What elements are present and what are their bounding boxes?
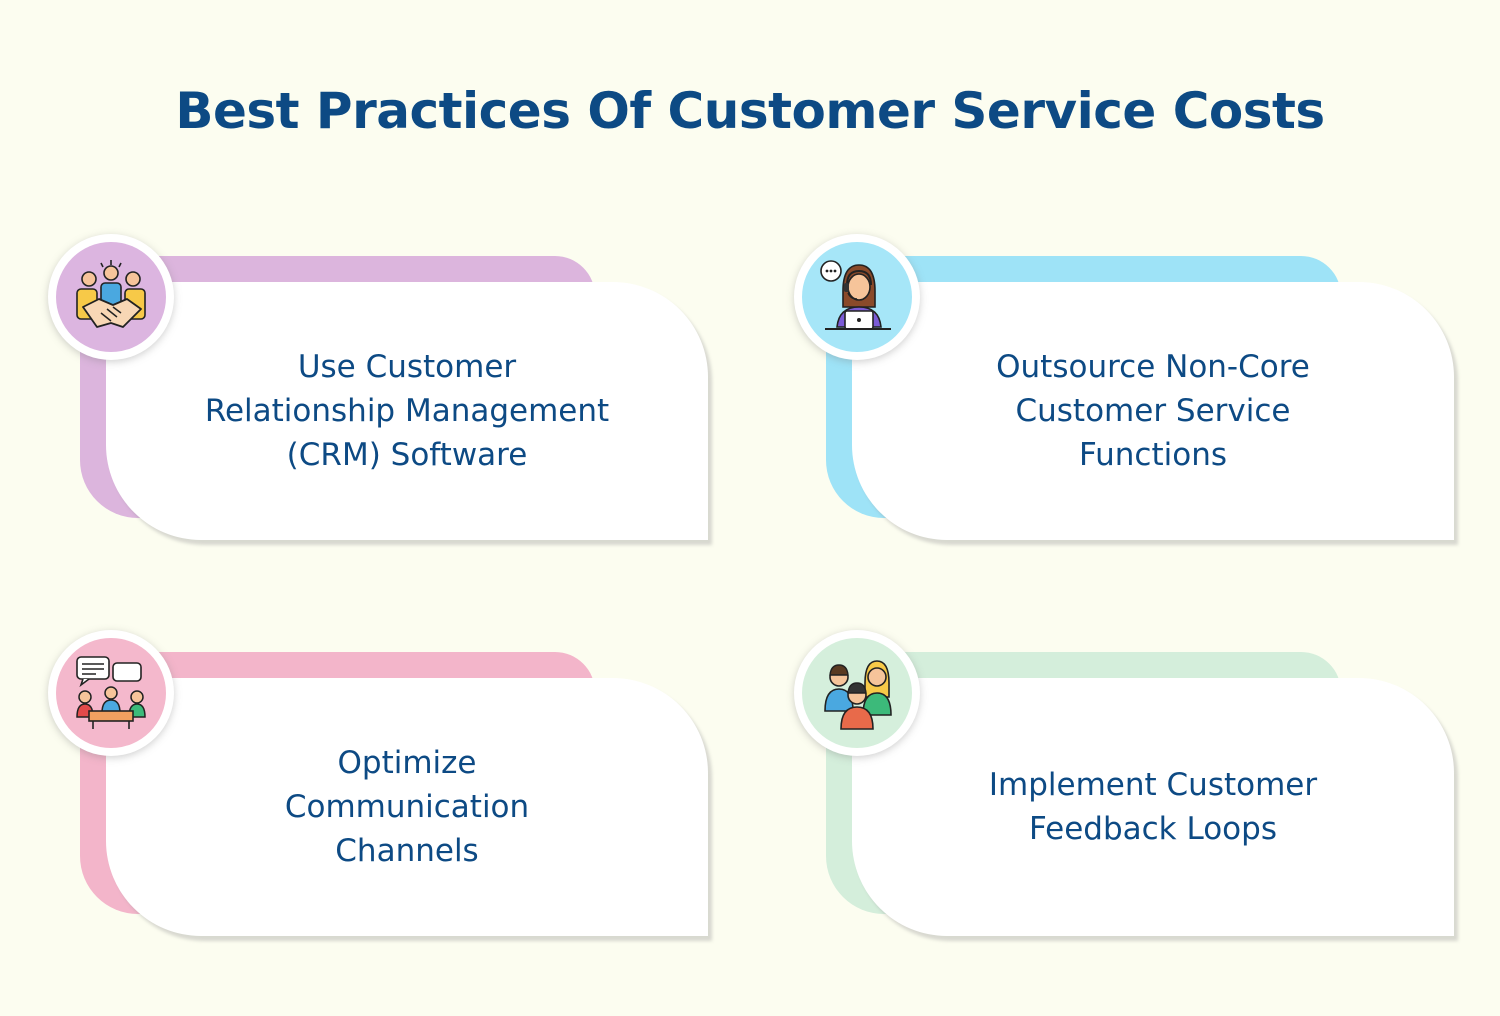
icon-badge (48, 630, 174, 756)
card-label: Optimize Communication Channels (284, 745, 530, 869)
practice-card-feedback: Implement Customer Feedback Loops (794, 630, 1454, 936)
page-title: Best Practices Of Customer Service Costs (175, 82, 1325, 140)
practice-card-communication: Optimize Communication Channels (48, 630, 708, 936)
card-label: Use Customer Relationship Management (CR… (204, 349, 610, 473)
team-meeting-chat-icon (76, 656, 146, 729)
icon-badge (48, 234, 174, 360)
card-panel (852, 678, 1454, 936)
card-panel (106, 678, 708, 936)
icon-badge (794, 630, 920, 756)
card-label: Implement Customer Feedback Loops (988, 767, 1318, 847)
card-label: Outsource Non-Core Customer Service Func… (996, 349, 1310, 473)
customer-group-icon (824, 660, 892, 730)
practice-card-outsource: Outsource Non-Core Customer Service Func… (794, 234, 1454, 540)
icon-badge (794, 234, 920, 360)
card-panel (852, 282, 1454, 540)
card-panel (106, 282, 708, 540)
practice-card-crm: Use Customer Relationship Management (CR… (48, 234, 708, 540)
customer-support-agent-icon (820, 260, 891, 330)
handshake-team-icon (76, 260, 146, 328)
